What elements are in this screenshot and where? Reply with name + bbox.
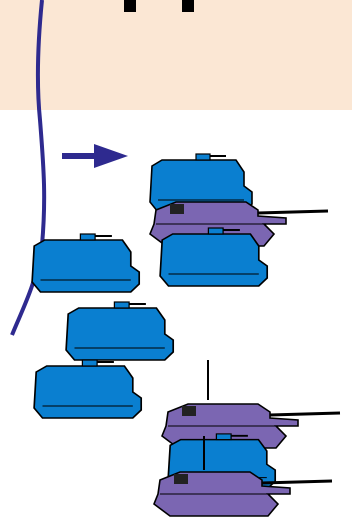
top-glyph-left bbox=[124, 0, 136, 12]
arrow-right-icon bbox=[62, 144, 128, 168]
apc-icon bbox=[33, 358, 143, 420]
apc-icon bbox=[31, 232, 141, 294]
phase-line bbox=[10, 0, 47, 336]
apc-icon bbox=[159, 226, 269, 288]
top-glyph-right bbox=[182, 0, 194, 12]
top-band bbox=[0, 0, 352, 110]
apc-icon bbox=[65, 300, 175, 362]
tank-icon bbox=[152, 470, 334, 518]
